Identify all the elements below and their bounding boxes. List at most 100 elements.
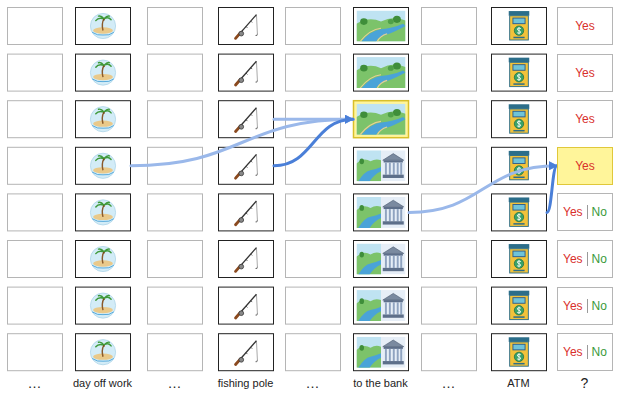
icon-box bbox=[354, 194, 409, 231]
pole-icon bbox=[236, 15, 258, 39]
axis-label: fishing pole bbox=[218, 375, 274, 391]
empty-box bbox=[148, 194, 203, 231]
empty-box bbox=[148, 241, 203, 278]
pole-icon bbox=[236, 201, 258, 225]
answer-box: Yes bbox=[557, 54, 613, 92]
icon-node bbox=[218, 100, 274, 138]
answer-box: Yes No bbox=[557, 240, 613, 278]
atm-icon bbox=[509, 151, 530, 180]
empty-box bbox=[8, 287, 63, 324]
yes-answer: Yes bbox=[563, 345, 583, 359]
icon-box bbox=[219, 147, 274, 184]
empty-box bbox=[8, 147, 63, 184]
axis-label: … bbox=[306, 375, 320, 391]
axis-label: ? bbox=[581, 375, 589, 391]
icon-box bbox=[354, 54, 409, 91]
bank-icon bbox=[357, 337, 406, 368]
empty-box bbox=[8, 334, 63, 371]
empty-box bbox=[422, 54, 477, 91]
icon-node bbox=[491, 193, 547, 231]
atm-icon bbox=[509, 104, 530, 133]
no-answer: No bbox=[587, 205, 607, 219]
pole-icon bbox=[236, 108, 258, 132]
icon-box bbox=[492, 54, 547, 91]
axis-label: … bbox=[442, 375, 456, 391]
pole-icon bbox=[236, 341, 258, 365]
icon-node bbox=[75, 147, 131, 185]
icon-box bbox=[76, 194, 131, 231]
icon-box bbox=[354, 101, 409, 138]
icon-box bbox=[354, 241, 409, 278]
icon-node bbox=[353, 193, 409, 231]
attention-arrow bbox=[409, 166, 557, 213]
empty-box bbox=[148, 101, 203, 138]
island-icon bbox=[90, 246, 115, 271]
bank-icon bbox=[357, 244, 406, 275]
island-icon bbox=[90, 13, 115, 38]
icon-box bbox=[219, 334, 274, 371]
island-icon bbox=[90, 153, 115, 178]
bank-icon bbox=[357, 150, 406, 181]
bank-icon bbox=[357, 290, 406, 321]
empty-box bbox=[422, 241, 477, 278]
island-icon bbox=[90, 340, 115, 365]
yes-answer: Yes bbox=[575, 66, 595, 80]
attention-arrow bbox=[547, 166, 557, 213]
icon-box bbox=[76, 54, 131, 91]
island-icon bbox=[90, 107, 115, 132]
icon-box bbox=[354, 334, 409, 371]
yes-answer: Yes bbox=[563, 252, 583, 266]
island-icon bbox=[90, 60, 115, 85]
no-answer: No bbox=[587, 252, 607, 266]
answer-box: Yes bbox=[557, 100, 613, 138]
answer-box: YesNo bbox=[557, 333, 613, 371]
attention-arrow bbox=[274, 119, 353, 166]
yes-answer: Yes bbox=[563, 299, 583, 313]
empty-box bbox=[148, 334, 203, 371]
answer-box: YesNo bbox=[557, 287, 613, 325]
axis-label: day off work bbox=[73, 375, 132, 391]
icon-box bbox=[492, 8, 547, 45]
answer-box: Yes bbox=[557, 147, 613, 185]
island-icon bbox=[90, 200, 115, 225]
empty-box bbox=[422, 8, 477, 45]
icon-node bbox=[353, 100, 409, 138]
icon-box bbox=[492, 101, 547, 138]
axis-label: to the bank bbox=[353, 375, 407, 391]
icon-box bbox=[219, 54, 274, 91]
yes-answer: Yes bbox=[575, 112, 595, 126]
river-icon bbox=[357, 11, 406, 42]
empty-box bbox=[286, 147, 341, 184]
empty-box bbox=[148, 287, 203, 324]
icon-box bbox=[492, 241, 547, 278]
icon-box bbox=[76, 8, 131, 45]
empty-box bbox=[8, 8, 63, 45]
empty-box bbox=[422, 334, 477, 371]
icon-box bbox=[354, 287, 409, 324]
icon-box bbox=[219, 194, 274, 231]
yes-answer: Yes bbox=[563, 205, 583, 219]
empty-box bbox=[8, 194, 63, 231]
icon-box bbox=[492, 334, 547, 371]
empty-box bbox=[422, 147, 477, 184]
attention-arrow bbox=[131, 119, 353, 166]
icon-box bbox=[219, 287, 274, 324]
empty-box bbox=[286, 54, 341, 91]
river-icon bbox=[357, 57, 406, 88]
answer-box: Yes bbox=[557, 7, 613, 45]
pole-icon bbox=[236, 61, 258, 85]
empty-box bbox=[8, 54, 63, 91]
empty-box bbox=[8, 101, 63, 138]
empty-box bbox=[286, 8, 341, 45]
icon-box bbox=[76, 147, 131, 184]
pole-icon bbox=[236, 248, 258, 272]
icon-box bbox=[76, 334, 131, 371]
island-icon bbox=[90, 293, 115, 318]
empty-box bbox=[8, 241, 63, 278]
answer-box: Yes No bbox=[557, 193, 613, 231]
pole-icon bbox=[236, 294, 258, 318]
atm-icon bbox=[509, 11, 530, 40]
